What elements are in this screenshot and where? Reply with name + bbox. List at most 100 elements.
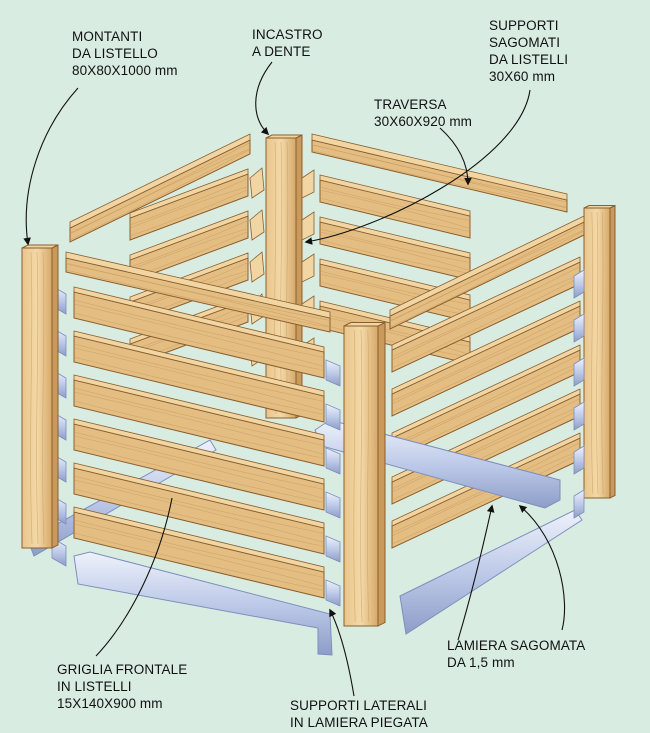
label-supporti-laterali-line1: SUPPORTI LATERALI	[290, 698, 427, 713]
right-bracket-2	[573, 313, 585, 343]
right-bracket-5	[573, 445, 585, 475]
back-left-slat-3-grain	[129, 228, 249, 271]
right-wall-slat-3-top	[391, 344, 581, 439]
back-right-slat-4-grain	[319, 315, 471, 355]
center-bracket-2	[325, 403, 341, 431]
right-back-post-grain	[591, 211, 594, 495]
right-bracket-6	[573, 489, 585, 519]
front-grid-slat-1	[73, 286, 325, 379]
right-wall-slats	[389, 215, 585, 549]
right-wall-slat-3-grain	[391, 362, 581, 449]
center-back-post-side	[295, 134, 303, 419]
front-grid-slat-4	[73, 418, 325, 511]
right-wall-slat-2-grain	[391, 318, 581, 405]
back-left-slat-2-grain	[129, 186, 249, 229]
back-left-slat-2-grain	[129, 178, 249, 226]
right-wall-slat-4-grain	[391, 409, 581, 501]
right-back-post-top	[583, 205, 616, 209]
back-right-slat-2-top	[319, 216, 471, 259]
label-griglia-line1: GRIGLIA FRONTALE	[57, 662, 188, 677]
right-wall-slat-1-top	[391, 256, 581, 351]
front-grid-slat-1-top	[73, 286, 325, 353]
front-grid-slat-6-top	[73, 506, 325, 573]
right-top-beam	[389, 215, 585, 330]
front-grid-slat-6	[73, 506, 325, 599]
label-supporti-sagomati: SUPPORTI SAGOMATI DA LISTELLI 30X60 mm	[489, 17, 568, 85]
label-supporti-laterali-line2: IN LAMIERA PIEGATA	[290, 715, 428, 730]
front-top-beam-grain	[65, 263, 331, 327]
back-left-slat-2-grain	[129, 189, 249, 237]
label-supporti-laterali: SUPPORTI LATERALI IN LAMIERA PIEGATA	[290, 697, 428, 731]
front-grid-slat-3	[73, 374, 325, 467]
label-supporti-sagomati-line3: DA LISTELLI	[489, 52, 569, 67]
back-right-slat-3-grain	[319, 273, 471, 313]
center-front-post-grain	[353, 329, 356, 623]
back-left-slat-1	[69, 133, 251, 243]
left-front-post-top	[21, 244, 59, 249]
arrow-lamiera-right	[518, 505, 566, 631]
right-wall-slat-4-grain	[391, 406, 581, 493]
label-incastro-line1: INCASTRO	[252, 27, 323, 42]
front-grid-slat-6-grain	[73, 523, 325, 587]
right-wall-slat-1-grain	[391, 266, 581, 358]
center-front-post	[343, 321, 386, 627]
right-bracket-3	[573, 357, 585, 387]
front-grid-slat-1-grain	[73, 299, 325, 358]
left-front-post-grain	[30, 251, 33, 545]
label-supporti-sagomati-line2: SAGOMATI	[489, 35, 561, 50]
arrow-incastro	[255, 61, 273, 136]
back-left-slat-1-grain	[69, 149, 251, 241]
back-right-slat-1-grain	[319, 189, 471, 229]
label-griglia: GRIGLIA FRONTALE IN LISTELLI 15X140X900 …	[57, 661, 187, 712]
left-front-post-grain	[42, 251, 45, 545]
traversa-top-beam-grain	[311, 150, 568, 209]
arrow-supporti-sagomati	[304, 89, 531, 245]
label-supporti-sagomati-line4: 30X60 mm	[489, 69, 556, 84]
tooth-joint-left-1	[249, 167, 265, 199]
center-front-post-top	[343, 322, 386, 327]
right-top-beam-grain	[389, 229, 585, 322]
back-right-slat-2-grain	[319, 228, 471, 263]
right-wall-slat-2-grain	[391, 310, 581, 402]
right-wall-slat-1-grain	[391, 277, 581, 369]
back-left-slat-2-top	[129, 168, 249, 219]
front-grid-slat-6-grain	[73, 519, 325, 578]
center-back-post	[265, 134, 303, 419]
label-lamiera-line2: DA 1,5 mm	[447, 655, 515, 670]
front-grid-slat-4-grain	[73, 435, 325, 499]
tooth-joint-right-2	[301, 211, 315, 241]
arrow-griglia	[95, 497, 173, 657]
lamiera-front-sheet	[73, 551, 333, 656]
back-right-slat-1-top	[319, 174, 471, 217]
front-top-beam-top	[65, 251, 331, 319]
right-top-beam-grain	[389, 230, 585, 328]
back-right-slat-1-grain	[319, 186, 471, 221]
center-bracket-3	[325, 447, 341, 475]
right-top-beam-top	[389, 215, 585, 317]
right-back-post-grain	[601, 211, 604, 495]
label-montanti-line3: 80X80X1000 mm	[72, 63, 178, 78]
center-back-post-top	[265, 134, 303, 139]
front-grid-slat-4-grain	[73, 444, 325, 503]
right-wall-slat-3-grain	[391, 354, 581, 446]
right-wall-slat-2-top	[391, 300, 581, 395]
label-montanti: MONTANTI DA LISTELLO 80X80X1000 mm	[72, 28, 178, 79]
front-grid-slat-3-grain	[73, 387, 325, 446]
label-traversa-line1: TRAVERSA	[374, 97, 447, 112]
front-grid-slat-5-grain	[73, 488, 325, 547]
label-supporti-sagomati-line1: SUPPORTI	[489, 18, 559, 33]
right-wall-slat-2-grain	[391, 321, 581, 413]
left-front-post-grain	[36, 251, 39, 545]
label-lamiera-line1: LAMIERA SAGOMATA	[447, 638, 586, 653]
tooth-joint-left-3	[249, 251, 265, 283]
label-incastro: INCASTRO A DENTE	[252, 26, 323, 60]
back-right-slat-2-grain	[319, 231, 471, 271]
center-bracket-5	[325, 535, 341, 563]
label-incastro-line2: A DENTE	[252, 44, 311, 59]
front-top-beam	[65, 251, 331, 333]
right-back-post-side	[609, 204, 616, 499]
front-grid-slat-2	[73, 330, 325, 423]
back-right-slat-1	[319, 174, 471, 239]
front-grid-slat-3-grain	[73, 400, 325, 459]
